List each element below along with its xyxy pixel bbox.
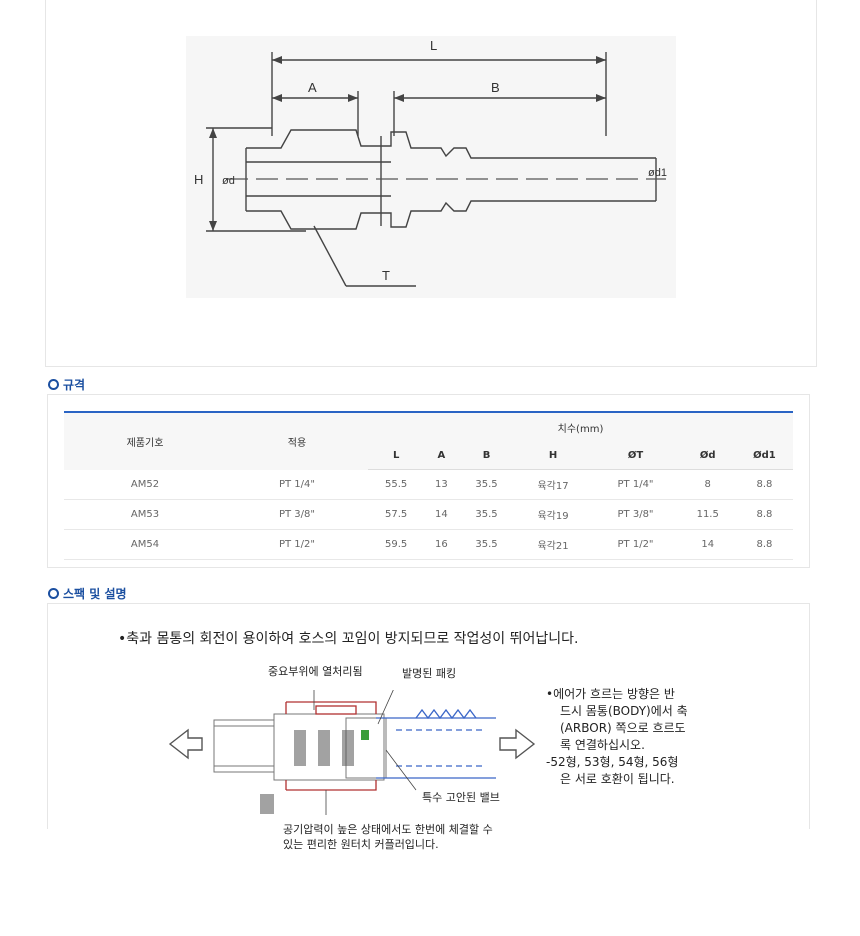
label-d1: ød1	[648, 167, 667, 179]
header-A: A	[424, 441, 459, 470]
spec-heading: 규격	[48, 376, 85, 393]
header-dimensions: 치수(mm)	[368, 411, 793, 441]
header-B: B	[458, 441, 515, 470]
header-d: Ød	[679, 441, 736, 470]
label-heat: 중요부위에 열처리됨	[268, 665, 363, 678]
circle-bullet-icon	[48, 379, 59, 390]
label-packing: 발명된 패킹	[402, 667, 457, 680]
header-usage: 적용	[226, 411, 368, 470]
desc-main-text: •축과 몸통의 회전이 용이하여 호스의 꼬임이 방지되므로 작업성이 뛰어납니…	[118, 631, 579, 647]
header-T: ØT	[591, 441, 680, 470]
desc-heading: 스팩 및 설명	[48, 585, 127, 602]
dimension-drawing: L A B H ød ød1 T	[186, 36, 676, 298]
desc-panel	[47, 603, 810, 829]
label-B: B	[491, 80, 500, 95]
header-d1: Ød1	[735, 441, 793, 470]
label-d: ød	[222, 175, 235, 187]
label-L: L	[430, 38, 437, 53]
header-H: H	[514, 441, 592, 470]
header-L: L	[368, 441, 425, 470]
circle-bullet-icon	[48, 588, 59, 599]
label-A: A	[308, 80, 317, 95]
label-bottom-2: 있는 편리한 원터치 커플러입니다.	[283, 838, 439, 851]
desc-bullets: •에어가 흐르는 방향은 반 드시 몸통(BODY)에서 축 (ARBOR) 쪽…	[546, 687, 688, 786]
header-code: 제품기호	[64, 411, 226, 470]
coupler-illustration	[168, 690, 536, 815]
label-T: T	[382, 268, 390, 283]
label-bottom-1: 공기압력이 높은 상태에서도 한번에 체결할 수	[283, 823, 493, 836]
label-valve: 특수 고안된 밸브	[422, 791, 500, 804]
label-H: H	[194, 172, 203, 187]
